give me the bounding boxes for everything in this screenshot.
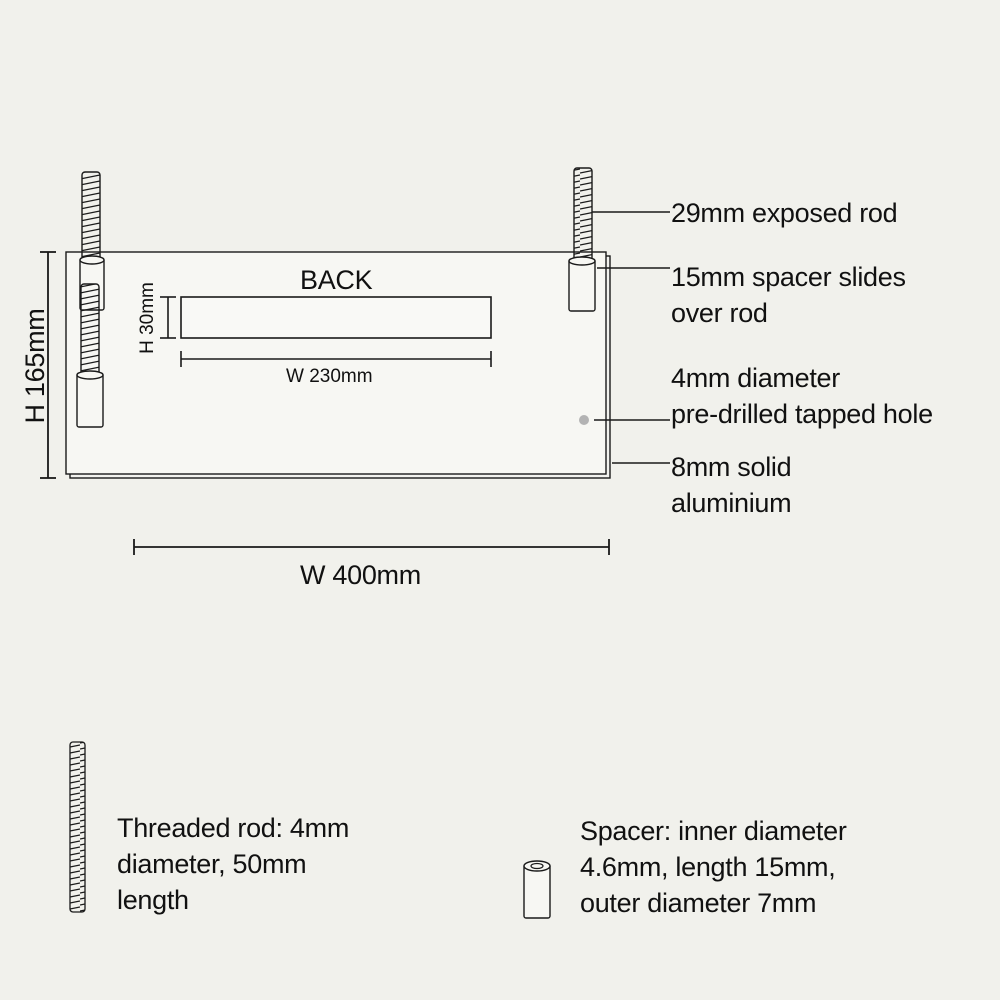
plate-height-label: H 165mm: [20, 308, 50, 424]
leader-lines: [592, 211, 670, 464]
slot-cutout: [180, 296, 492, 339]
plate-width-dimension: [133, 539, 610, 555]
spacer-label-line2: over rod: [671, 298, 768, 328]
slot-height-dimension: [160, 296, 176, 339]
exposed-rod-label: 29mm exposed rod: [671, 198, 898, 228]
tapped-hole: [579, 415, 589, 425]
right-rod: [568, 167, 596, 312]
hole-label-line2: pre-drilled tapped hole: [671, 399, 933, 429]
aluminium-label-line2: aluminium: [671, 488, 792, 518]
slot-width-label: W 230mm: [286, 366, 373, 387]
legend-rod-line2: diameter, 50mm: [117, 849, 307, 879]
aluminium-plate: [65, 251, 611, 479]
legend-spacer-line1: Spacer: inner diameter: [580, 816, 847, 846]
hole-label-line1: 4mm diameter: [671, 363, 840, 393]
back-label: BACK: [300, 265, 373, 295]
slot-width-dimension: [180, 351, 492, 367]
slot-height-label: H 30mm: [137, 282, 158, 354]
plate-height-dimension: [40, 251, 56, 479]
legend-rod-line1: Threaded rod: 4mm: [117, 813, 350, 843]
aluminium-label-line1: 8mm solid: [671, 452, 792, 482]
legend-spacer-line3: outer diameter 7mm: [580, 888, 817, 918]
plate-width-label: W 400mm: [300, 560, 421, 590]
legend-rod-line3: length: [117, 885, 189, 915]
legend-spacer-line2: 4.6mm, length 15mm,: [580, 852, 836, 882]
left-rod-lower: [76, 283, 104, 428]
legend-threaded-rod-icon: [69, 741, 86, 913]
spacer-label-line1: 15mm spacer slides: [671, 262, 906, 292]
legend-spacer-icon: [523, 860, 551, 919]
